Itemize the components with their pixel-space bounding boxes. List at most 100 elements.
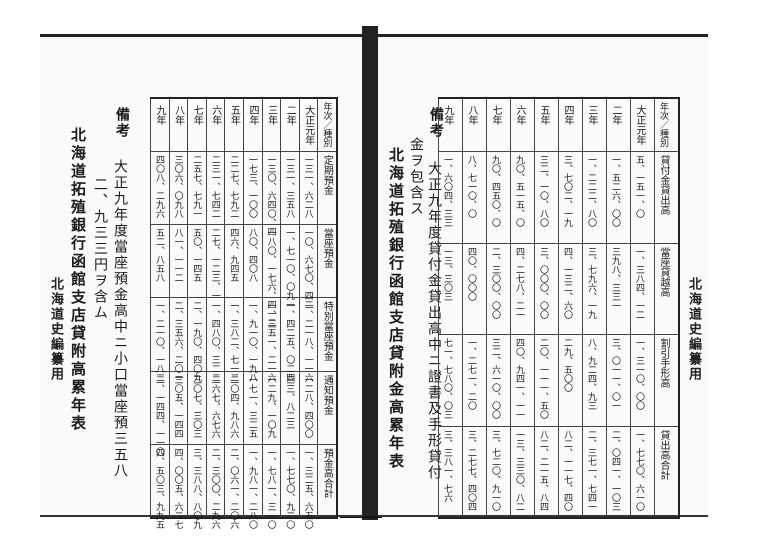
column-header: 當座預金 [321, 228, 333, 269]
column-rule [150, 99, 151, 517]
right-page-title: 北海道拓殖銀行函館支店貸附金高累年表 [387, 147, 405, 471]
table-cell: 五〇、一四五 [191, 228, 202, 283]
table-cell: 三、七〇二、一九 [562, 155, 572, 227]
column-header: 通知預金 [321, 374, 333, 415]
table-cell: 一、六〇四、三三 [442, 155, 452, 227]
year-label: 四年 [562, 105, 573, 125]
right-note-line-2: 金ヲ包含ス [408, 137, 424, 217]
table-cell: 二、一四四、一一〇 [154, 374, 164, 456]
header-corner: 年次／種別 [658, 102, 668, 147]
column-header: 割引手形高 [658, 338, 669, 388]
table-cell: 二六七、六七六 [209, 374, 220, 438]
column-rule [630, 99, 631, 517]
table-cell: 三〇六、〇九八 [172, 155, 183, 218]
table-cell: 一三、三三〇、八二 [514, 429, 524, 511]
table-cell: 一、三八四、一二 [634, 246, 644, 319]
table-cell: 一、四二五、〇二四 [284, 301, 295, 383]
table-cell: 二〇四、九八六 [228, 374, 239, 438]
year-label: 八年 [466, 105, 477, 125]
table-cell: 一、九八一、二八〇 [247, 447, 257, 529]
year-label: 三年 [586, 105, 597, 125]
table-cell: 四〇、九四一、一一 [514, 338, 524, 419]
column-rule [224, 99, 226, 517]
table-cell: 二二七、七九二 [228, 155, 239, 218]
table-cell: 四、一三二、六〇 [562, 246, 572, 319]
year-label: 二年 [284, 105, 296, 125]
left-note-line-2: 二、九三三円ヲ含ム [92, 177, 108, 321]
row-rule [438, 425, 678, 427]
column-header: 貸付金貸出高 [658, 155, 669, 215]
table-cell: 三、二七七、四〇四 [466, 429, 476, 511]
year-label: 大正元年 [302, 105, 314, 145]
table-cell: 一三、三〇三 [442, 246, 452, 301]
row-rule [438, 242, 678, 244]
table-cell: 四、二七八、二一 [514, 246, 524, 319]
table-cell: 四、五〇三、九九五 [154, 447, 164, 529]
column-rule [558, 99, 559, 517]
column-rule [243, 99, 244, 517]
year-label: 八年 [172, 105, 184, 125]
table-cell: 一三一、三五八 [284, 155, 295, 218]
table-cell: 二三一、七四二 [209, 155, 220, 218]
table-cell: 三二、六一〇、〇〇 [490, 338, 500, 419]
column-rule [298, 99, 300, 517]
table-cell: 二、一九〇、四〇九 [191, 301, 202, 383]
table-cell: 三二、一〇、八〇 [538, 155, 548, 227]
table-cell: 九〇、五一五、〇 [514, 155, 524, 227]
table-cell: 一、三二五、六五〇 [302, 447, 313, 529]
table-cell: 三、三八八、八〇九 [191, 447, 202, 529]
table-cell: 三、七二〇、九一〇 [490, 429, 500, 511]
table-cell: 八、九二四、九三 [586, 338, 596, 410]
table-cell: 五二、八五八 [154, 228, 164, 283]
table-cell: 一、九一〇、一九八 [247, 301, 257, 383]
table-cell: 二、三〇〇、二九六 [209, 447, 220, 529]
table-cell: 二、〇四一、一〇三 [610, 429, 620, 511]
table-cell: 八二、一一七、四〇 [562, 429, 572, 511]
year-label: 九年 [154, 105, 165, 125]
year-label: 六年 [514, 105, 525, 125]
column-header: 貸出高合計 [658, 429, 669, 480]
table-cell: 一、二一〇、一八二 [154, 301, 164, 383]
column-rule [168, 99, 170, 517]
table-cell: 三、七九六、一九 [586, 246, 596, 319]
table-cell: 四〇八、二九六 [154, 155, 164, 218]
table-cell: 一、三八二、七一二 [228, 301, 239, 383]
table-cell: 一、七七〇、九二〇 [284, 447, 295, 529]
year-label: 七年 [191, 105, 203, 125]
column-header: 預金高合計 [321, 447, 333, 498]
table-cell: 四、〇〇五、六二七 [172, 447, 183, 529]
column-rule [280, 99, 282, 517]
table-cell: 八二、二一五、八四 [538, 429, 548, 511]
table-cell: 一、三一〇、〇〇 [634, 338, 644, 410]
column-header: 定期預金 [321, 155, 333, 195]
right-page: 北海道史編纂用 北海道拓殖銀行函館支店貸附金高累年表 金ヲ包含ス 大正九年度貸付… [378, 34, 708, 519]
column-rule [462, 99, 463, 517]
column-rule [606, 99, 607, 517]
row-rule [150, 370, 336, 372]
table-cell: 二、三五六、二〇一 [172, 301, 183, 383]
year-label: 六年 [209, 105, 221, 125]
table-cell: 三九八、三三一 [610, 246, 620, 310]
table-cell: 八一、一一二 [172, 228, 183, 283]
row-rule [438, 334, 678, 335]
table-cell: 一七三、一〇〇 [247, 155, 257, 218]
table-cell: 二〇、一一一、五〇 [538, 338, 548, 419]
right-note-heading: 備考 [428, 107, 444, 139]
right-table: 年次／種別貸付金貸出高當座貸越高割引手形高貸出高合計大正元年五、一五一、〇一、三… [438, 97, 680, 519]
year-label: 三年 [265, 105, 277, 125]
table-cell: 四〇、〇〇〇 [466, 246, 476, 301]
table-cell: 七一、七八〇、〇三 [442, 338, 452, 419]
table-cell: 一八〇、一七六、四一二 [265, 228, 276, 328]
column-header: 特別當座預金 [321, 301, 333, 362]
table-cell: 二、三七一、七四一 [586, 429, 596, 511]
table-cell: 八、七一〇、〇 [466, 155, 476, 218]
left-page-title: 北海道拓殖銀行函館支店貸附高累年表 [69, 127, 87, 433]
table-cell: 三、〇〇〇、〇〇 [538, 246, 548, 319]
table-cell: 一、三五一、二一六 [265, 301, 276, 383]
table-cell: 二、三〇〇、〇〇 [490, 246, 500, 319]
table-cell: 一、五二六、〇〇 [610, 155, 620, 227]
table-cell: 一三一、六二八 [302, 155, 313, 218]
table-cell: 一、四八〇、三二二 [209, 301, 220, 383]
column-rule [534, 99, 535, 517]
row-rule [150, 151, 336, 152]
